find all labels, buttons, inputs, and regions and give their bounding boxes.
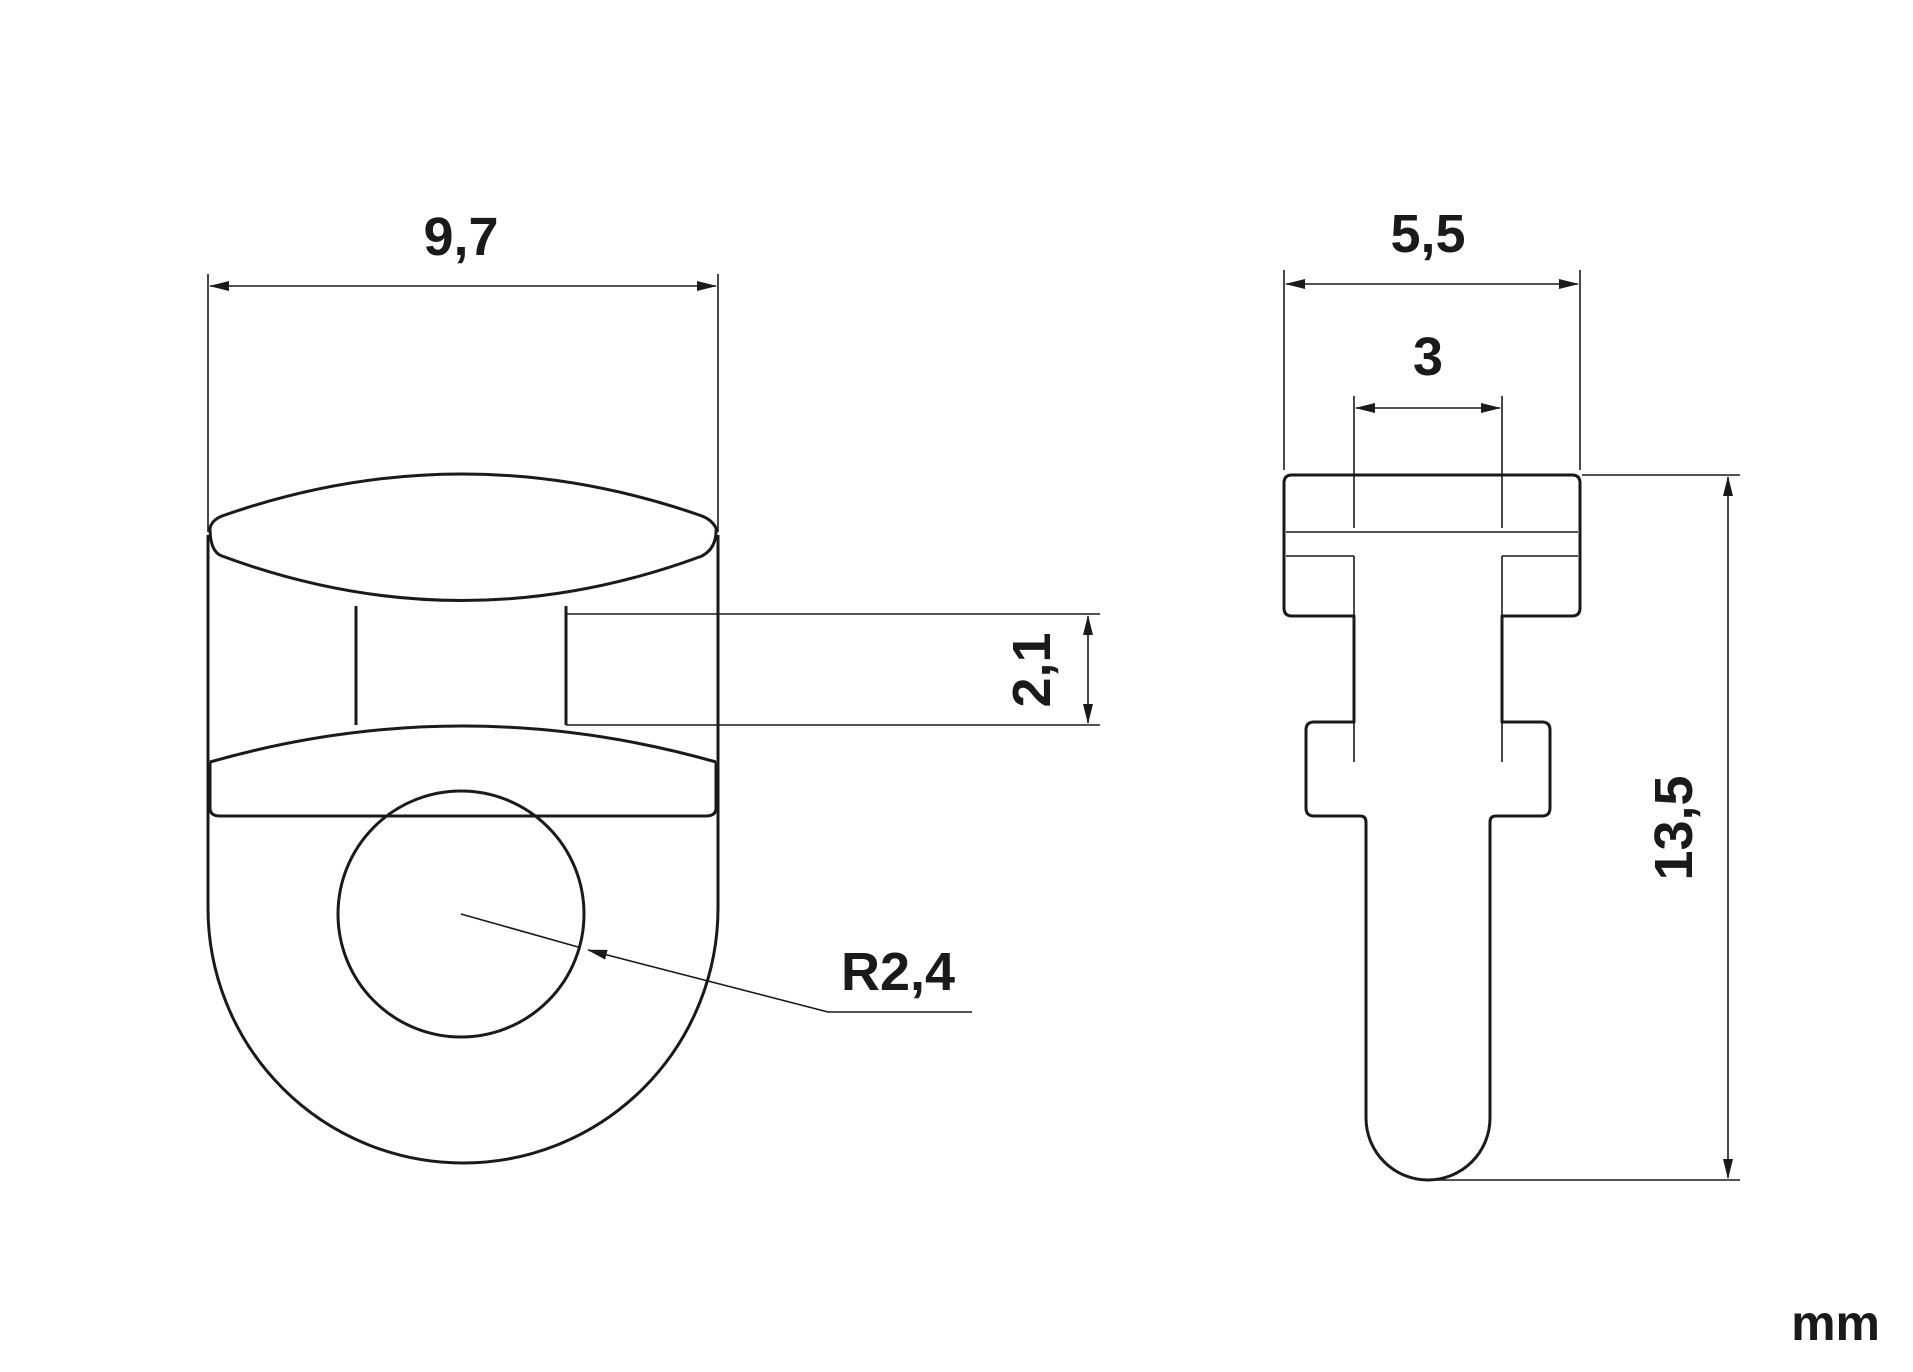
height-label: 13,5 [1644, 775, 1704, 880]
front-body-outline [206, 535, 720, 1165]
front-dimensions: 9,7 2,1 R2,4 [207, 207, 1100, 1013]
front-slot [354, 606, 568, 725]
unit-label: mm [1791, 1295, 1880, 1351]
front-view [206, 472, 720, 1165]
side-view [1282, 473, 1582, 1182]
front-lower-band [209, 724, 717, 764]
radius-leader [587, 949, 829, 1013]
side-dimensions: 5,5 3 13,5 [1283, 204, 1740, 1181]
front-lower-band-bottom [208, 762, 718, 818]
side-width-label: 5,5 [1390, 204, 1465, 264]
front-hole [336, 789, 586, 1039]
slot-height-label: 2,1 [1002, 632, 1062, 707]
radius-label: R2,4 [841, 942, 955, 1002]
front-top-cap [208, 472, 718, 602]
pin-width-label: 3 [1413, 327, 1443, 387]
width-label: 9,7 [423, 207, 498, 267]
side-outline [1282, 473, 1582, 1182]
radius-leader-center [460, 913, 579, 948]
